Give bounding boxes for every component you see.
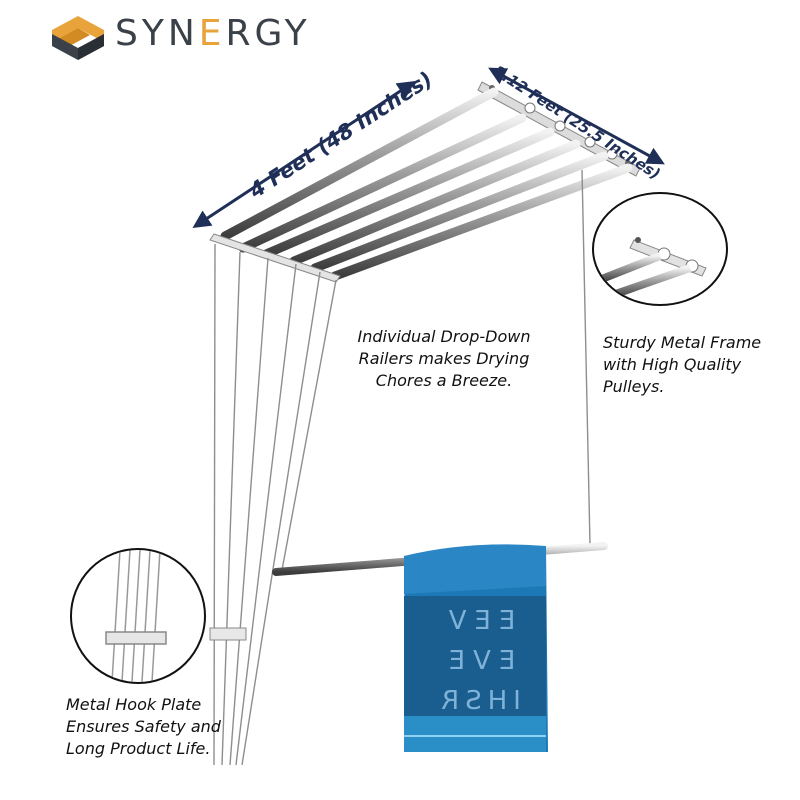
- brand-name: SYNERGY: [115, 13, 311, 54]
- front-bracket: [209, 233, 341, 283]
- pulley-bracket-detail: [594, 237, 707, 302]
- towel-print-row1: EEV: [440, 606, 516, 636]
- hook-plate-detail: [105, 550, 167, 682]
- synergy-logo-mark: [52, 16, 104, 60]
- depth-arrow: [488, 67, 665, 165]
- towel: [404, 544, 548, 752]
- rear-bracket: [477, 81, 641, 177]
- metal-frame-note: Sturdy Metal Frame with High Quality Pul…: [603, 333, 762, 396]
- pulley-ropes: [213, 169, 591, 766]
- frame-callout: [592, 192, 728, 306]
- hook-plate-callout: [70, 548, 206, 684]
- hook-plate-note: Metal Hook Plate Ensures Safety and Long…: [66, 695, 221, 758]
- towel-print-row2: EVE: [440, 646, 516, 676]
- hook-plate: [209, 627, 247, 641]
- towel-print-row3: IHSR: [435, 686, 521, 716]
- dropdown-railers-note: Individual Drop-Down Railers makes Dryin…: [357, 327, 531, 390]
- logo-cube-icon: [52, 16, 104, 60]
- width-arrow: [192, 81, 416, 228]
- drying-rods: [220, 87, 633, 281]
